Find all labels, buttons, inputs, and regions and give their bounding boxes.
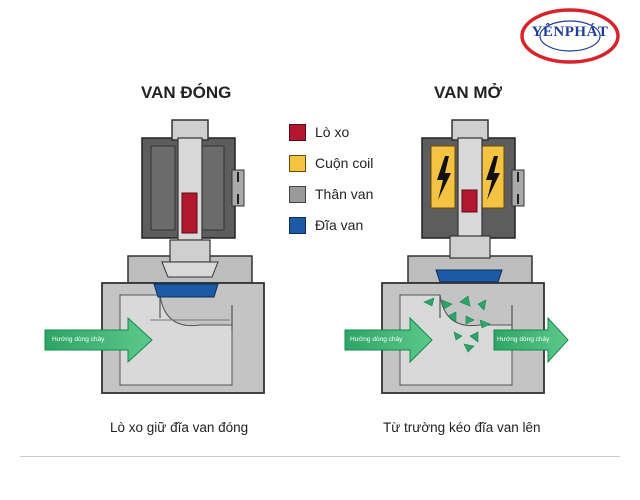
legend-item-body: Thân van <box>289 183 373 205</box>
closed-valve-title: VAN ĐÓNG <box>141 83 232 102</box>
legend: Lò xo Cuộn coil Thân van Đĩa van <box>289 121 373 245</box>
legend-item-spring: Lò xo <box>289 121 373 143</box>
logo-mark <box>520 8 620 64</box>
closed-disc <box>153 283 219 298</box>
logo-text: YÊNPHÁT <box>531 24 609 40</box>
closed-flow-arrow <box>44 316 153 364</box>
legend-item-coil: Cuộn coil <box>289 152 373 174</box>
closed-valve-caption: Lò xo giữ đĩa van đóng <box>110 420 249 435</box>
open-flow-label-in: Hướng dòng chảy <box>350 336 403 343</box>
lightning-bolt-icon-left <box>437 156 451 200</box>
lightning-bolt-icon-right <box>486 156 500 200</box>
legend-label: Lò xo <box>315 124 350 140</box>
closed-spring <box>181 192 198 234</box>
open-valve-drawing <box>344 119 569 394</box>
open-flow-arrow-in <box>344 316 433 364</box>
open-flow-arrow-out <box>493 316 569 364</box>
open-disc <box>435 269 503 283</box>
legend-item-disc: Đĩa van <box>289 214 373 236</box>
open-spring <box>461 189 478 213</box>
legend-label: Cuộn coil <box>315 155 374 171</box>
closed-flow-label: Hướng dòng chảy <box>52 336 105 343</box>
legend-swatch-spring <box>289 123 306 141</box>
legend-label: Thân van <box>315 186 374 202</box>
open-valve-title: VAN MỞ <box>434 83 503 102</box>
bottom-divider <box>20 456 620 457</box>
open-valve-caption: Từ trường kéo đĩa van lên <box>383 420 541 435</box>
internal-flow-arrows <box>423 295 491 353</box>
legend-swatch-body <box>289 185 306 203</box>
open-flow-label-out: Hướng dòng chảy <box>497 336 550 343</box>
legend-swatch-coil <box>289 154 306 172</box>
closed-valve-drawing <box>44 119 265 394</box>
legend-label: Đĩa van <box>315 217 364 233</box>
legend-swatch-disc <box>289 216 306 234</box>
